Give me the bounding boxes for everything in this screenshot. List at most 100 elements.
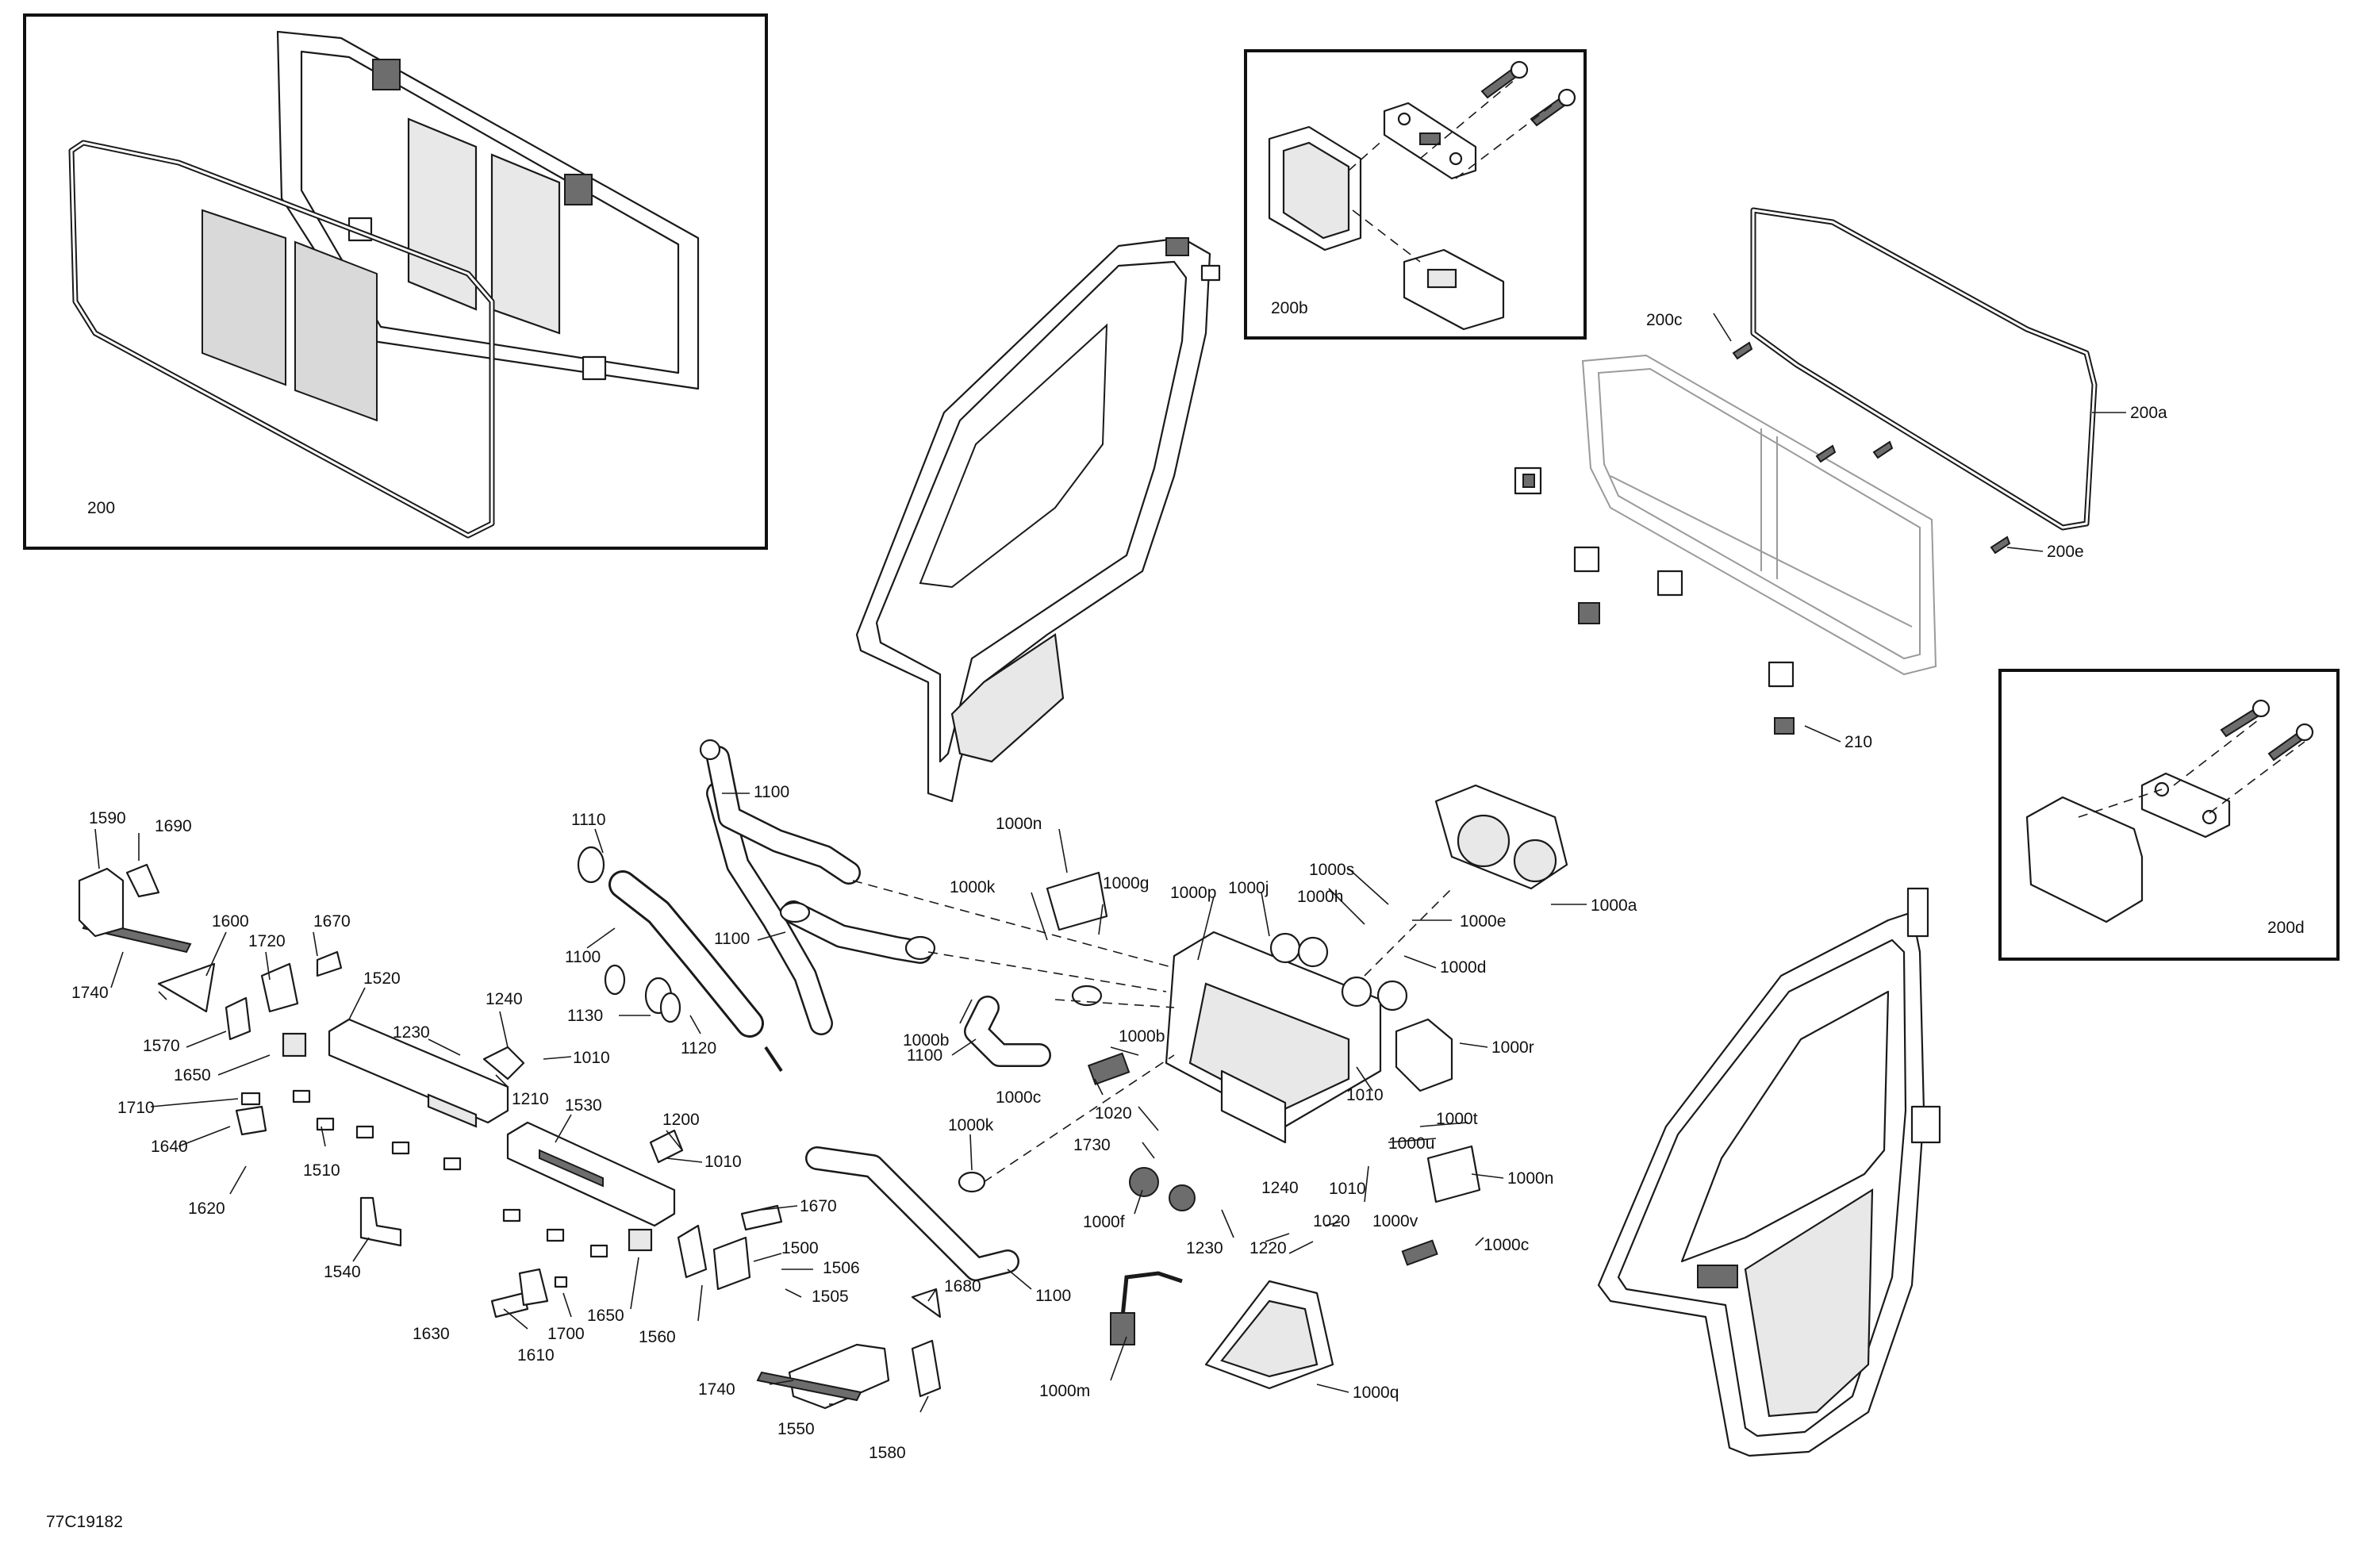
- callout-label: 1650: [174, 1066, 211, 1084]
- callout-label: 1720: [248, 932, 286, 950]
- callout-label: 1000k: [948, 1116, 994, 1134]
- callout-label: 1000k: [950, 878, 996, 896]
- callout-label: 210: [1844, 733, 1872, 751]
- callout-label: 1100: [907, 1046, 942, 1065]
- callout-label: 1500: [781, 1239, 819, 1257]
- callout-label: 1200: [662, 1111, 700, 1129]
- inset-label-200b: 200b: [1271, 299, 1308, 317]
- screw-pair: [1480, 60, 1576, 127]
- figure-id: 77C19182: [46, 1513, 123, 1531]
- inset-200-frame: [23, 13, 768, 550]
- callout-label: 1710: [117, 1099, 155, 1117]
- bezel-1550: [788, 1343, 890, 1410]
- callout-label: 1210: [512, 1090, 549, 1108]
- callout-label: 1520: [363, 969, 401, 988]
- filter-upper: [1046, 871, 1108, 931]
- cap-1590: [78, 867, 125, 938]
- callout-label: 200c: [1646, 311, 1683, 329]
- callout-label: 1580: [869, 1444, 906, 1462]
- window-frame-ghost: [1581, 354, 1937, 676]
- callout-label: 1620: [188, 1199, 225, 1218]
- callout-label: 1000m: [1039, 1382, 1090, 1400]
- callout-label: 1000h: [1297, 888, 1343, 906]
- callout-label: 1020: [1313, 1212, 1350, 1230]
- door-frame-lower: [1597, 887, 1941, 1457]
- callout-label: 1000f: [1083, 1213, 1125, 1231]
- inset-200: 200: [23, 13, 768, 550]
- inset-label-200: 200: [87, 499, 115, 517]
- callout-label: 200a: [2130, 404, 2167, 422]
- actuator: [1395, 1018, 1453, 1092]
- callout-label: 1740: [698, 1380, 735, 1399]
- callout-label: 1000b: [903, 1031, 949, 1050]
- callout-label: 1000b: [1119, 1027, 1165, 1046]
- callout-label: 1690: [155, 817, 192, 835]
- inset-200b: 200b: [1244, 49, 1587, 340]
- callout-label: 1670: [313, 912, 351, 931]
- callout-label: 1020: [1095, 1104, 1132, 1123]
- callout-label: 1000g: [1103, 874, 1149, 892]
- frame-clips: [1514, 341, 2011, 735]
- callout-label: 1010: [704, 1153, 742, 1171]
- callout-label: 1550: [777, 1420, 815, 1438]
- callout-label: 1000n: [1507, 1169, 1553, 1188]
- callout-label: 1000c: [996, 1088, 1041, 1107]
- callout-label: 1110: [571, 811, 606, 829]
- callout-label: 1240: [486, 990, 523, 1008]
- latch-plate-200d: [2140, 772, 2231, 839]
- callout-label: 1220: [1250, 1239, 1287, 1257]
- callout-label: 1100: [714, 930, 750, 948]
- callout-label: 1010: [1346, 1086, 1384, 1104]
- callout-labels: 200c 200a 200e 210 1000n 1000k 1000g 100…: [71, 311, 2167, 1462]
- callout-label: 1590: [89, 809, 126, 827]
- callout-label: 1000s: [1309, 861, 1354, 879]
- callout-label: 1680: [944, 1277, 981, 1295]
- window-panel-front: [68, 140, 495, 539]
- callout-label: 1010: [1329, 1180, 1366, 1198]
- callout-label: 1000r: [1491, 1038, 1534, 1057]
- callout-label: 1000q: [1353, 1384, 1399, 1402]
- callout-label: 1540: [324, 1263, 361, 1281]
- callout-label: 1630: [413, 1325, 450, 1343]
- callout-label: 1130: [567, 1007, 603, 1025]
- callout-label: 1650: [587, 1307, 624, 1325]
- door-frame-upper: [855, 236, 1221, 803]
- callout-label: 1505: [812, 1288, 849, 1306]
- callout-label: 1000j: [1228, 879, 1269, 897]
- callout-label: 1000u: [1388, 1134, 1434, 1153]
- bracket-1690: [125, 863, 160, 898]
- inset-label-200d: 200d: [2267, 919, 2305, 937]
- leader-lines: [94, 313, 2126, 1413]
- callout-label: 1230: [1186, 1239, 1223, 1257]
- callout-label: 1010: [573, 1049, 610, 1067]
- callout-label: 1230: [393, 1023, 430, 1042]
- seal-200a: [1750, 207, 2098, 531]
- inset-200d: 200d: [1998, 669, 2340, 961]
- callout-label: 1000v: [1372, 1212, 1418, 1230]
- callout-label: 1670: [800, 1197, 837, 1215]
- pad-1600: [157, 962, 216, 1013]
- callout-label: 1640: [151, 1138, 188, 1156]
- callout-label: 1000e: [1460, 912, 1506, 931]
- callout-label: 1510: [303, 1161, 340, 1180]
- callout-label: 1506: [823, 1259, 860, 1277]
- callout-label: 1000a: [1591, 896, 1637, 915]
- callout-label: 1000p: [1170, 884, 1216, 902]
- latch-cover: [2025, 796, 2144, 923]
- callout-label: 1600: [212, 912, 249, 931]
- callout-label: 1000c: [1484, 1236, 1529, 1254]
- callout-label: 1730: [1073, 1136, 1111, 1154]
- inset-200b-frame: [1244, 49, 1587, 340]
- callout-label: 1100: [754, 783, 789, 801]
- dash-panels: [78, 863, 942, 1410]
- callout-label: 1100: [1035, 1287, 1071, 1305]
- callout-label: 200e: [2047, 543, 2084, 561]
- callout-label: 1570: [143, 1037, 180, 1055]
- callout-label: 1000t: [1436, 1110, 1478, 1128]
- callout-label: 1120: [681, 1039, 716, 1057]
- callout-label: 1700: [547, 1325, 585, 1343]
- callout-label: 1610: [517, 1346, 555, 1365]
- callout-label: 1560: [639, 1328, 676, 1346]
- filter-lower: [1426, 1145, 1481, 1203]
